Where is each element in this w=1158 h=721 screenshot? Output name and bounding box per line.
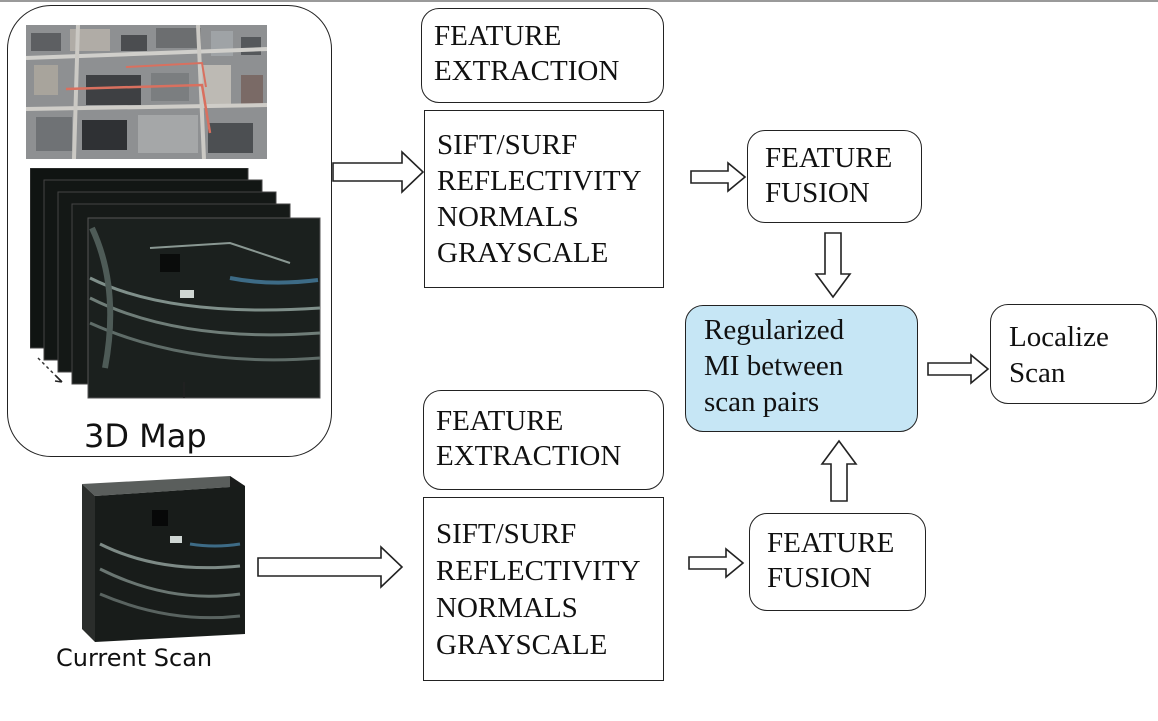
stage-label-line: FEATURE (434, 20, 562, 52)
bottom-features-list: SIFT/SURF REFLECTIVITY NORMALS GRAYSCALE (436, 516, 641, 664)
feature-item: REFLECTIVITY (436, 555, 641, 587)
arrow-map-to-features (332, 150, 425, 194)
stage-label-line: EXTRACTION (434, 55, 620, 87)
top-feature-fusion-label: FEATURE FUSION (765, 141, 892, 211)
current-scan-image (80, 474, 250, 644)
bottom-feature-fusion-box: FEATURE FUSION (749, 513, 926, 611)
top-feature-fusion-box: FEATURE FUSION (747, 130, 922, 223)
stage-label-line: FEATURE (436, 405, 564, 437)
localize-scan-box: Localize Scan (990, 304, 1157, 404)
feature-item: NORMALS (437, 201, 579, 233)
regularized-mi-label: Regularized MI between scan pairs (704, 312, 844, 420)
feature-item: GRAYSCALE (436, 629, 608, 661)
bottom-feature-extraction-box: FEATURE EXTRACTION (423, 390, 664, 490)
mi-label-line: scan pairs (704, 386, 820, 418)
arrow-mi-to-localize (927, 353, 990, 385)
current-scan-graphic (82, 476, 245, 642)
mi-label-line: Regularized (704, 314, 845, 346)
arrow-fusion-to-mi-up (820, 439, 858, 502)
stage-label-line: EXTRACTION (436, 440, 622, 472)
arrow-features-to-fusion-bottom (688, 547, 745, 579)
bottom-features-list-box: SIFT/SURF REFLECTIVITY NORMALS GRAYSCALE (423, 497, 664, 681)
arrow-scan-to-features (257, 545, 404, 589)
current-scan-label: Current Scan (56, 644, 213, 672)
bottom-feature-fusion-label: FEATURE FUSION (767, 526, 894, 596)
arrow-fusion-to-mi-down (814, 232, 852, 299)
top-feature-extraction-box: FEATURE EXTRACTION (421, 8, 664, 103)
top-feature-extraction-label: FEATURE EXTRACTION (434, 19, 619, 89)
top-features-list: SIFT/SURF REFLECTIVITY NORMALS GRAYSCALE (437, 127, 642, 271)
feature-item: SIFT/SURF (437, 129, 578, 161)
fusion-label-line: FEATURE (765, 142, 893, 174)
regularized-mi-box: Regularized MI between scan pairs (685, 305, 918, 432)
mi-label-line: MI between (704, 350, 844, 382)
point-cloud-stack (30, 168, 322, 400)
bottom-feature-extraction-label: FEATURE EXTRACTION (436, 404, 621, 474)
feature-item: NORMALS (436, 592, 578, 624)
localize-scan-label: Localize Scan (1009, 319, 1109, 391)
arrow-features-to-fusion-top (690, 161, 747, 193)
feature-item: REFLECTIVITY (437, 165, 642, 197)
fusion-label-line: FUSION (765, 177, 870, 209)
fusion-label-line: FEATURE (767, 527, 895, 559)
top-border-line (0, 0, 1158, 2)
map-panel-label: 3D Map (84, 417, 207, 455)
feature-item: GRAYSCALE (437, 237, 609, 269)
aerial-map-graphic (26, 25, 267, 159)
fusion-label-line: FUSION (767, 562, 872, 594)
top-features-list-box: SIFT/SURF REFLECTIVITY NORMALS GRAYSCALE (424, 110, 664, 288)
feature-item: SIFT/SURF (436, 518, 577, 550)
aerial-map-image (26, 25, 267, 159)
point-cloud-graphic (30, 168, 321, 399)
output-label-line: Localize (1009, 321, 1109, 353)
output-label-line: Scan (1009, 357, 1066, 389)
